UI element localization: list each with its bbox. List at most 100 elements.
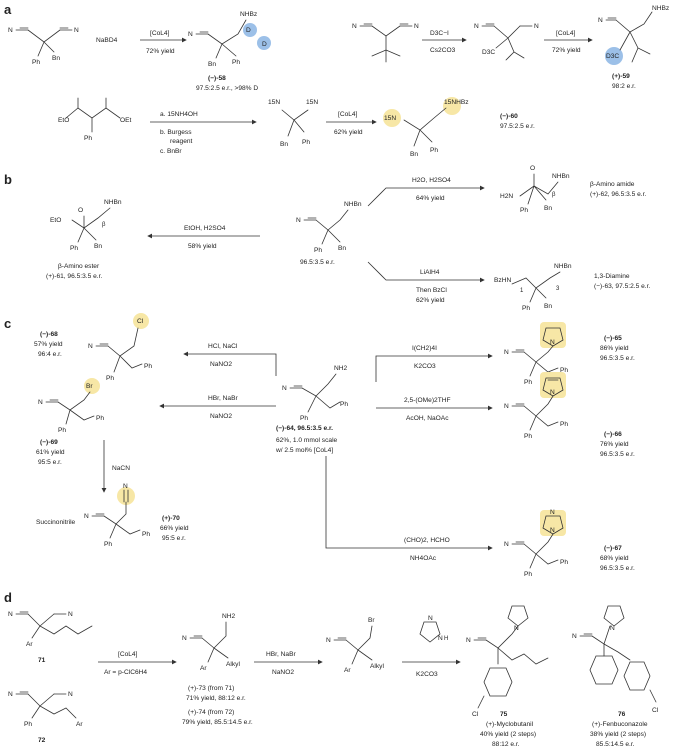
svg-text:N: N xyxy=(438,635,443,642)
svg-text:BzHN: BzHN xyxy=(494,277,511,284)
svg-text:OEt: OEt xyxy=(120,117,132,124)
svg-text:N: N xyxy=(68,611,73,618)
svg-text:N: N xyxy=(74,27,79,34)
svg-text:EtO: EtO xyxy=(58,117,69,124)
intermediate-73-74: N NH2 Ar Alkyl (+)-73 (from 71) 71% yiel… xyxy=(182,613,253,726)
product-67: N N N Ph Ph (−)-67 68% yield 96.5:3.5 e.… xyxy=(504,509,635,578)
svg-text:76: 76 xyxy=(618,711,626,718)
product-61: EtO O NHBn β Ph Bn β-Amino ester (+)-61,… xyxy=(46,199,122,280)
svg-text:N: N xyxy=(534,23,539,30)
svg-text:O: O xyxy=(78,207,83,214)
svg-text:AcOH, NaOAc: AcOH, NaOAc xyxy=(406,415,449,422)
svg-text:N: N xyxy=(550,339,555,346)
svg-text:NaCN: NaCN xyxy=(112,465,130,472)
reagent-nabd4: NaBD4 xyxy=(96,37,118,44)
svg-text:Ph: Ph xyxy=(302,139,310,146)
svg-text:Ph: Ph xyxy=(560,421,568,428)
svg-text:57% yield: 57% yield xyxy=(34,341,63,348)
svg-text:Ph: Ph xyxy=(58,427,66,434)
arrow-c-67: (CHO)2, HCHO NH4OAc xyxy=(325,456,493,562)
svg-text:N: N xyxy=(38,399,43,406)
svg-text:N: N xyxy=(352,23,357,30)
svg-text:Ph: Ph xyxy=(520,207,528,214)
svg-text:Ph: Ph xyxy=(314,247,322,254)
svg-text:86% yield: 86% yield xyxy=(600,345,629,352)
svg-text:64% yield: 64% yield xyxy=(416,195,445,202)
svg-text:N: N xyxy=(428,615,433,622)
svg-text:(+)-59: (+)-59 xyxy=(612,73,630,80)
svg-text:N: N xyxy=(610,625,615,632)
svg-text:Ph: Ph xyxy=(144,363,152,370)
svg-text:Ar: Ar xyxy=(76,721,83,728)
svg-text:[CoL4]: [CoL4] xyxy=(118,651,138,658)
substrate-a1: N N Ph Bn xyxy=(8,27,79,66)
svg-text:Ar: Ar xyxy=(344,667,351,674)
svg-text:N: N xyxy=(514,625,519,632)
svg-text:b. Burgess: b. Burgess xyxy=(160,129,192,136)
svg-text:Cl: Cl xyxy=(137,318,144,325)
svg-text:N: N xyxy=(188,31,193,38)
svg-text:1,3-Diamine: 1,3-Diamine xyxy=(594,273,630,280)
svg-text:61% yield: 61% yield xyxy=(36,449,65,456)
svg-text:N: N xyxy=(466,637,471,644)
svg-text:[CoL4]: [CoL4] xyxy=(556,30,576,37)
svg-text:96:4 e.r.: 96:4 e.r. xyxy=(38,351,62,358)
svg-text:NHBn: NHBn xyxy=(104,199,122,206)
svg-text:N: N xyxy=(182,635,187,642)
svg-text:N: N xyxy=(550,389,555,396)
svg-text:72% yield: 72% yield xyxy=(552,47,581,54)
product-76: N N Cl 76 (+)-Fenbuconazole 38% yield (2… xyxy=(572,605,659,748)
svg-text:15N: 15N xyxy=(268,99,280,106)
svg-text:(−)-69: (−)-69 xyxy=(40,439,58,446)
svg-text:Bn: Bn xyxy=(280,141,288,148)
svg-text:96.5:3.5 e.r.: 96.5:3.5 e.r. xyxy=(600,565,635,572)
svg-text:Ph: Ph xyxy=(522,305,530,312)
svg-text:(CHO)2, HCHO: (CHO)2, HCHO xyxy=(404,537,450,544)
svg-text:72% yield: 72% yield xyxy=(146,48,175,55)
svg-text:98:2 e.r.: 98:2 e.r. xyxy=(612,83,636,90)
svg-text:Ph: Ph xyxy=(524,571,532,578)
svg-text:K2CO3: K2CO3 xyxy=(416,671,438,678)
svg-text:NHBz: NHBz xyxy=(652,5,669,12)
svg-text:88:12 e.r.: 88:12 e.r. xyxy=(492,741,520,748)
arrow-a1: [CoL4] 72% yield xyxy=(140,30,187,55)
svg-text:Cl: Cl xyxy=(472,711,479,718)
svg-text:Ph: Ph xyxy=(430,147,438,154)
svg-text:Ar: Ar xyxy=(26,641,33,648)
svg-text:NH2: NH2 xyxy=(334,365,348,372)
svg-text:Bn: Bn xyxy=(94,243,102,250)
svg-text:N: N xyxy=(550,509,555,516)
svg-text:96.5:3.5 e.r.: 96.5:3.5 e.r. xyxy=(600,355,635,362)
svg-text:N: N xyxy=(572,633,577,640)
svg-text:N: N xyxy=(474,23,479,30)
svg-text:HCl, NaCl: HCl, NaCl xyxy=(208,343,238,350)
svg-text:EtOH, H2SO4: EtOH, H2SO4 xyxy=(184,225,226,232)
svg-text:NH4OAc: NH4OAc xyxy=(410,555,437,562)
svg-text:D3C: D3C xyxy=(482,49,495,56)
svg-text:N: N xyxy=(296,217,301,224)
svg-text:Alkyl: Alkyl xyxy=(226,661,240,668)
svg-text:N: N xyxy=(84,513,89,520)
svg-text:97.5:2.5 e.r., >98% D: 97.5:2.5 e.r., >98% D xyxy=(196,85,258,92)
svg-text:Ph: Ph xyxy=(70,245,78,252)
arrow-b-bottom: LiAlH4 Then BzCl 62% yield xyxy=(367,261,485,304)
svg-text:97.5:2.5 e.r.: 97.5:2.5 e.r. xyxy=(500,123,535,130)
section-label-b: b xyxy=(4,172,12,187)
svg-text:N: N xyxy=(504,403,509,410)
svg-text:β: β xyxy=(552,192,556,198)
arrow-d-1: [CoL4] Ar = p-ClC6H4 xyxy=(98,651,177,676)
svg-text:Ph: Ph xyxy=(84,135,92,142)
arrow-a2b: [CoL4] 72% yield xyxy=(544,30,593,54)
svg-text:H2N: H2N xyxy=(500,193,513,200)
svg-text:a. 15NH4OH: a. 15NH4OH xyxy=(160,111,198,118)
svg-text:NHBn: NHBn xyxy=(344,201,362,208)
intermediate-a2: N N D3C xyxy=(474,23,539,61)
product-69: N Br Ph Ph (−)-69 61% yield 95:5 e.r. xyxy=(36,378,104,466)
svg-text:LiAlH4: LiAlH4 xyxy=(420,269,440,276)
svg-text:85.5:14.5 e.r.: 85.5:14.5 e.r. xyxy=(596,741,635,748)
svg-text:D: D xyxy=(262,41,267,48)
svg-text:Ph: Ph xyxy=(32,59,40,66)
arrow-a3b: [CoL4] 62% yield xyxy=(326,111,377,136)
arrow-d-2: HBr, NaBr NaNO2 xyxy=(254,651,323,676)
svg-text:15NHBz: 15NHBz xyxy=(444,99,469,106)
